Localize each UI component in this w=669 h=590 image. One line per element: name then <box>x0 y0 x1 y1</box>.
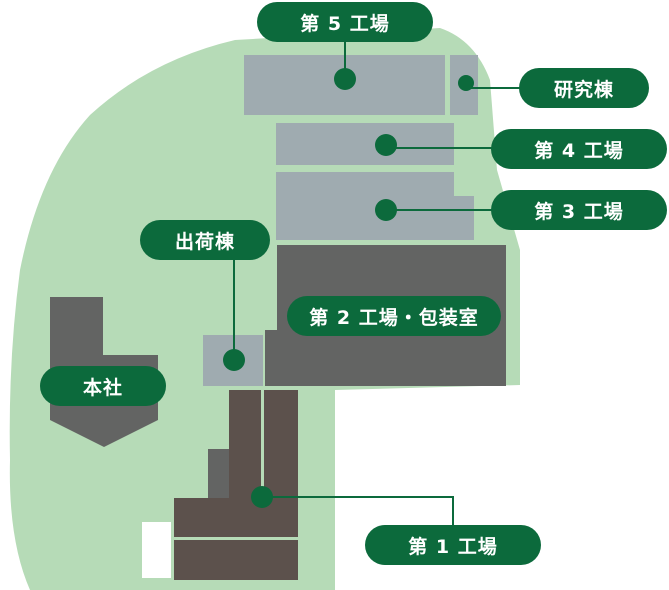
factory3-building <box>276 172 474 240</box>
factory1-label: 第 1 工場 <box>365 525 541 565</box>
headquarters-label: 本社 <box>40 366 166 406</box>
factory4-building <box>276 123 454 165</box>
factory1-annex <box>208 449 229 498</box>
lab-marker <box>458 75 474 91</box>
site-ground <box>9 28 520 590</box>
factory3-label: 第 3 工場 <box>491 190 667 230</box>
shipping-marker <box>223 349 245 371</box>
factory5-label: 第 5 工場 <box>257 2 433 42</box>
factory1-marker <box>251 486 273 508</box>
factory4-label: 第 4 工場 <box>491 129 667 169</box>
factory1-building-lower-bottom <box>174 540 298 580</box>
factory4-marker <box>375 134 397 156</box>
lab-label: 研究棟 <box>519 68 649 108</box>
factory1-leader <box>262 496 454 527</box>
shipping-label: 出荷棟 <box>140 220 270 260</box>
factory2-label: 第 2 工場・包装室 <box>287 296 501 336</box>
factory5-marker <box>334 68 356 90</box>
white-block <box>142 522 171 578</box>
factory1-building-upper-right <box>264 390 298 498</box>
factory1-building-lower-top <box>174 498 298 537</box>
factory1-building-upper-left <box>229 390 261 498</box>
factory3-marker <box>375 199 397 221</box>
